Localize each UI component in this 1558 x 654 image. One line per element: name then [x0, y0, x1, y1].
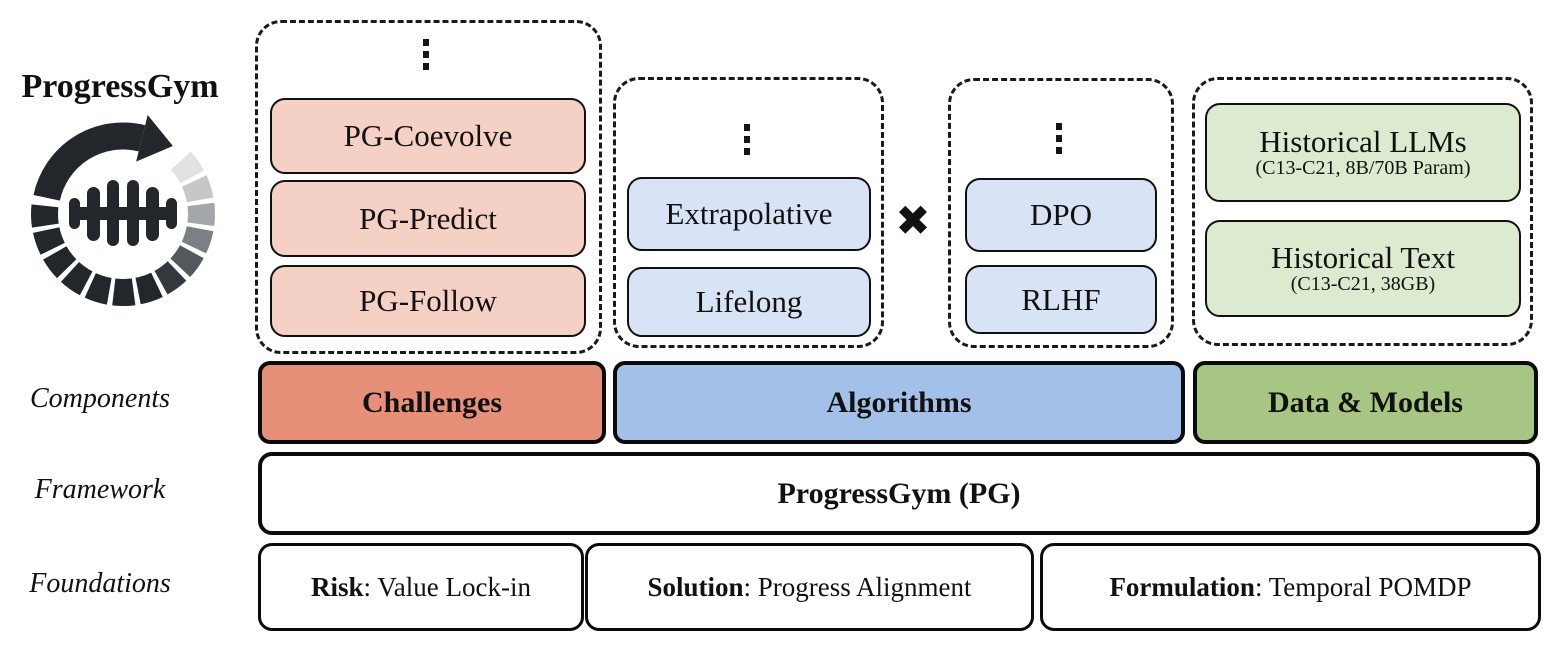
vertical-ellipsis-icon [270, 36, 582, 72]
challenge-task-label: PG-Predict [359, 200, 497, 236]
algorithm-direction-label: Lifelong [695, 284, 803, 319]
progressgym-logo-icon [30, 115, 215, 307]
progressgym-wordmark: ProgressGym [21, 68, 219, 105]
row-label-framework: Framework [34, 473, 166, 505]
foundation-term: Formulation [1109, 571, 1255, 602]
challenge-task-label: PG-Coevolve [343, 118, 513, 153]
row-label-components: Components [30, 382, 170, 414]
algorithm-directions-container [613, 77, 884, 348]
data-resource-box: Historical Text (C13-C21, 38GB) [1205, 220, 1521, 317]
data-resource-box: Historical LLMs (C13-C21, 8B/70B Param) [1205, 103, 1521, 202]
cross-product-operator: ✖ [895, 195, 931, 245]
algorithm-base-label: DPO [1029, 197, 1092, 232]
data-resource-subtitle: (C13-C21, 38GB) [1290, 273, 1436, 296]
progress-ring-segments [30, 151, 215, 307]
challenge-task-box: PG-Coevolve [270, 98, 586, 174]
algorithms-component-bar: Algorithms [613, 361, 1185, 444]
foundation-box-formulation: Formulation: Temporal POMDP [1040, 543, 1541, 631]
foundation-term: Risk [311, 571, 364, 602]
foundation-detail: : Value Lock-in [363, 571, 531, 602]
vertical-ellipsis-icon [627, 121, 867, 157]
challenge-task-box: PG-Follow [270, 265, 586, 337]
algorithm-base-box: RLHF [965, 265, 1157, 334]
data-resource-title: Historical Text [1270, 239, 1456, 275]
data-resource-subtitle: (C13-C21, 8B/70B Param) [1255, 157, 1471, 180]
challenge-task-label: PG-Follow [359, 283, 497, 318]
challenge-task-box: PG-Predict [270, 180, 586, 257]
algorithm-direction-box: Extrapolative [627, 177, 871, 251]
algorithm-base-label: RLHF [1021, 281, 1101, 317]
algorithm-direction-label: Extrapolative [665, 196, 833, 231]
dumbbell-icon [69, 180, 177, 246]
algorithm-base-box: DPO [965, 178, 1157, 252]
foundation-box-risk: Risk: Value Lock-in [258, 543, 584, 631]
foundation-box-solution: Solution: Progress Alignment [585, 543, 1034, 631]
row-label-foundations: Foundations [29, 568, 171, 599]
data-models-container [1192, 77, 1533, 346]
foundation-term: Solution [647, 571, 744, 602]
foundation-detail: : Temporal POMDP [1254, 571, 1472, 602]
algorithm-direction-box: Lifelong [627, 267, 871, 337]
data-models-component-bar: Data & Models [1193, 361, 1538, 444]
challenges-group-container [255, 20, 602, 354]
framework-bar: ProgressGym (PG) [258, 452, 1540, 535]
data-resource-title: Historical LLMs [1259, 123, 1467, 159]
vertical-ellipsis-icon [965, 120, 1153, 156]
foundation-detail: : Progress Alignment [743, 571, 972, 602]
challenges-component-bar: Challenges [258, 361, 606, 444]
algorithm-bases-container [948, 78, 1174, 348]
